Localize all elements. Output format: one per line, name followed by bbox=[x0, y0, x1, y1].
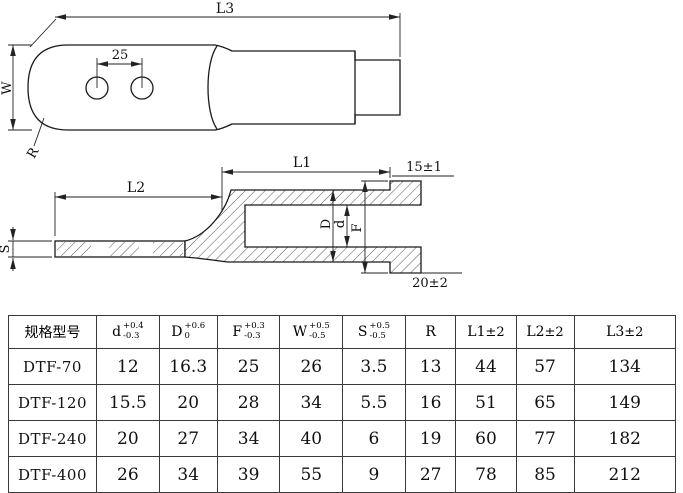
model-cell: DTF-120 bbox=[7, 384, 98, 421]
col-header-L1: L1±2 bbox=[455, 315, 517, 349]
value-cell: 15.5 bbox=[96, 384, 160, 421]
col-header-F: F+0.3-0.3 bbox=[216, 315, 281, 349]
col-header-d: d+0.4-0.3 bbox=[96, 315, 160, 349]
dim-label-l2: L2 bbox=[127, 180, 145, 196]
table-row: DTF-240 20 27 34 40 6 19 60 77 182 bbox=[7, 420, 677, 457]
value-cell: 85 bbox=[515, 456, 575, 493]
model-cell: DTF-70 bbox=[7, 348, 98, 385]
value-cell: 19 bbox=[404, 420, 457, 457]
cone-transition-arc bbox=[207, 45, 218, 130]
dim-label-w: W bbox=[0, 81, 15, 95]
radius-label-r: R bbox=[24, 144, 42, 161]
col-header-R: R bbox=[404, 315, 457, 349]
model-cell: DTF-240 bbox=[7, 420, 98, 457]
dim-label-20: 20±2 bbox=[412, 276, 448, 291]
model-cell: DTF-400 bbox=[7, 456, 98, 493]
value-cell: 51 bbox=[455, 384, 517, 421]
col-header-L2: L2±2 bbox=[515, 315, 575, 349]
dim-label-D: D bbox=[319, 219, 334, 229]
value-cell: 34 bbox=[158, 456, 218, 493]
value-cell: 12 bbox=[96, 348, 160, 385]
table-row: DTF-70 12 16.3 25 26 3.5 13 44 57 134 bbox=[7, 348, 677, 385]
value-cell: 60 bbox=[455, 420, 517, 457]
tolerance-stack: +0.3-0.3 bbox=[244, 321, 265, 341]
palm-hatch bbox=[153, 242, 183, 256]
dim-label-S: S bbox=[0, 245, 13, 254]
dim-label-25: 25 bbox=[112, 48, 129, 63]
value-cell: 26 bbox=[96, 456, 160, 493]
tolerance-stack: +0.4-0.3 bbox=[123, 321, 144, 341]
value-cell: 20 bbox=[158, 384, 218, 421]
table-row: DTF-120 15.5 20 28 34 5.5 16 51 65 149 bbox=[7, 384, 677, 421]
value-cell: 27 bbox=[404, 456, 457, 493]
tolerance-stack: +0.5-0.5 bbox=[309, 321, 330, 341]
col-header-S: S+0.5-0.5 bbox=[342, 315, 406, 349]
ext-line bbox=[29, 18, 57, 48]
top-view bbox=[27, 44, 401, 131]
side-view-dimensions bbox=[8, 167, 462, 274]
dim-label-15: 15±1 bbox=[406, 160, 442, 175]
value-cell: 182 bbox=[573, 420, 677, 457]
value-cell: 34 bbox=[279, 384, 344, 421]
value-cell: 40 bbox=[279, 420, 344, 457]
value-cell: 25 bbox=[216, 348, 281, 385]
palm-hatch bbox=[109, 242, 139, 256]
dim-label-l3: L3 bbox=[216, 1, 234, 17]
value-cell: 65 bbox=[515, 384, 575, 421]
value-cell: 3.5 bbox=[342, 348, 406, 385]
col-header-W: W+0.5-0.5 bbox=[279, 315, 344, 349]
value-cell: 6 bbox=[342, 420, 406, 457]
value-cell: 20 bbox=[96, 420, 160, 457]
dim-label-l1: L1 bbox=[293, 155, 311, 171]
value-cell: 27 bbox=[158, 420, 218, 457]
tolerance-stack: +0.5-0.5 bbox=[369, 321, 391, 341]
technical-drawing: L3 25 W R bbox=[0, 1, 462, 291]
palm-hatch bbox=[57, 242, 91, 256]
dim-label-d: d bbox=[333, 220, 348, 228]
table-row: DTF-400 26 34 39 55 9 27 78 85 212 bbox=[7, 456, 677, 493]
value-cell: 212 bbox=[573, 456, 677, 493]
value-cell: 149 bbox=[573, 384, 677, 421]
value-cell: 16 bbox=[404, 384, 457, 421]
value-cell: 78 bbox=[455, 456, 517, 493]
value-cell: 77 bbox=[515, 420, 575, 457]
side-view bbox=[54, 180, 422, 274]
top-view-dimensions bbox=[8, 13, 401, 147]
value-cell: 9 bbox=[342, 456, 406, 493]
value-cell: 13 bbox=[404, 348, 457, 385]
value-cell: 44 bbox=[455, 348, 517, 385]
value-cell: 55 bbox=[279, 456, 344, 493]
leader-line-r bbox=[33, 117, 45, 147]
value-cell: 16.3 bbox=[158, 348, 218, 385]
value-cell: 26 bbox=[279, 348, 344, 385]
value-cell: 5.5 bbox=[342, 384, 406, 421]
value-cell: 28 bbox=[216, 384, 281, 421]
value-cell: 34 bbox=[216, 420, 281, 457]
col-header-model: 规格型号 bbox=[7, 315, 98, 349]
barrel-section bbox=[184, 180, 422, 274]
value-cell: 57 bbox=[515, 348, 575, 385]
value-cell: 134 bbox=[573, 348, 677, 385]
value-cell: 39 bbox=[216, 456, 281, 493]
col-header-L3: L3±2 bbox=[573, 315, 677, 349]
lug-outline bbox=[27, 44, 401, 131]
dim-label-F: F bbox=[350, 223, 365, 232]
